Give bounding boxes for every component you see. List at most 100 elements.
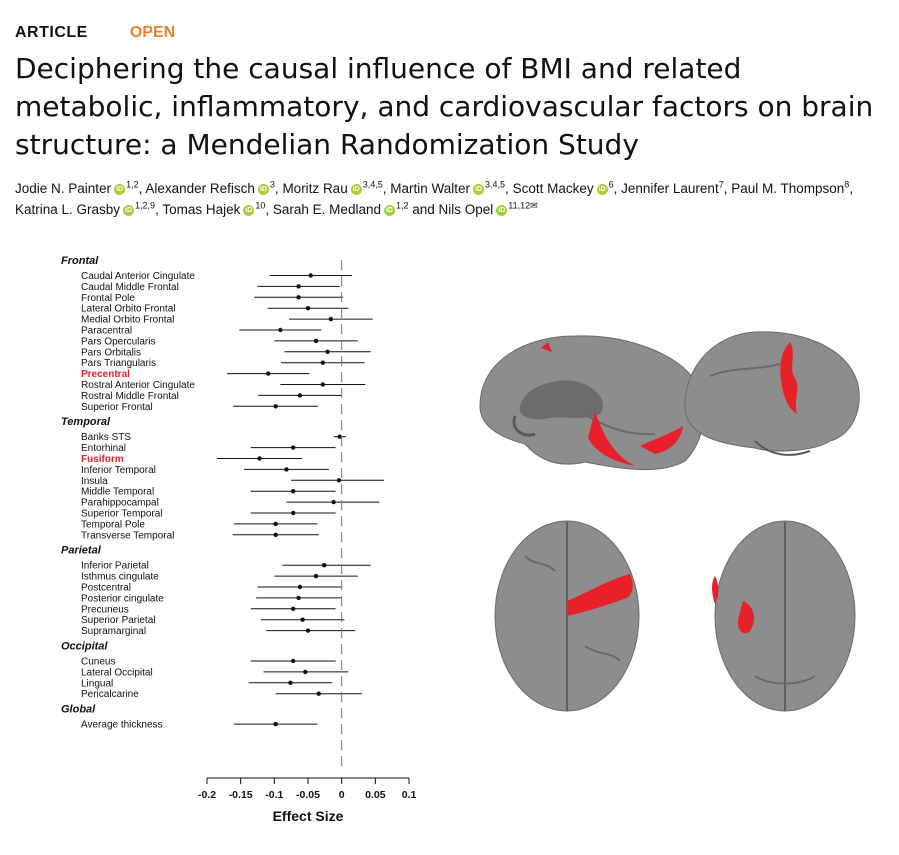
affiliation-marker[interactable]: 3,4,5: [362, 179, 383, 190]
article-header: ARTICLE OPEN Deciphering the causal influ…: [15, 22, 885, 220]
group-label: Global: [61, 704, 96, 716]
effect-point: [273, 404, 278, 409]
affiliation-marker[interactable]: 8: [844, 179, 850, 190]
x-tick-label: 0: [339, 789, 345, 801]
effect-point: [257, 456, 262, 461]
region-label: Superior Temporal: [81, 509, 163, 520]
effect-point: [296, 295, 301, 300]
x-tick-label: -0.2: [198, 789, 216, 801]
region-label: Posterior cingulate: [81, 593, 164, 604]
affiliation-marker[interactable]: 10: [255, 200, 266, 211]
region-label: Caudal Middle Frontal: [81, 282, 179, 293]
author-name-text: Paul M. Thompson: [731, 181, 845, 196]
region-label: Rostral Middle Frontal: [81, 391, 179, 402]
region-label: Frontal Pole: [81, 293, 135, 304]
effect-point: [290, 445, 296, 450]
author-name-text: Jennifer Laurent: [621, 181, 719, 196]
region-label: Cuneus: [81, 657, 115, 668]
region-label: Paracentral: [81, 326, 132, 337]
region-label: Postcentral: [81, 583, 131, 594]
region-label: Isthmus cingulate: [81, 572, 159, 583]
orcid-icon[interactable]: iD: [596, 183, 608, 195]
effect-point: [308, 273, 313, 278]
effect-point: [328, 316, 334, 322]
region-label: Temporal Pole: [81, 519, 145, 530]
region-label: Precentral: [81, 369, 130, 380]
open-access-badge[interactable]: OPEN: [129, 24, 176, 41]
author-name-text: Sarah E. Medland: [272, 202, 381, 217]
orcid-icon[interactable]: iD: [123, 204, 135, 216]
orcid-icon[interactable]: iD: [496, 204, 508, 216]
orcid-icon[interactable]: iD: [473, 183, 485, 195]
region-label: Precuneus: [81, 604, 129, 615]
x-tick-label: -0.15: [229, 789, 253, 801]
region-label: Banks STS: [81, 432, 131, 443]
orcid-icon[interactable]: iD: [257, 183, 269, 195]
author-name-text: Martin Walter: [390, 181, 471, 196]
region-label: Pericalcarine: [81, 689, 139, 700]
envelope-icon[interactable]: ✉: [530, 200, 538, 211]
effect-point: [288, 680, 293, 685]
effect-point: [290, 606, 296, 611]
author-name-text: Scott Mackey: [512, 181, 594, 196]
effect-point: [337, 434, 342, 439]
affiliation-marker[interactable]: 3: [269, 179, 275, 190]
region-label: Lingual: [81, 678, 113, 689]
effect-point: [297, 584, 303, 590]
affiliation-marker[interactable]: 7: [718, 179, 724, 190]
effect-point: [290, 510, 296, 516]
effect-point: [278, 327, 283, 333]
effect-point: [336, 478, 342, 483]
region-label: Superior Frontal: [81, 402, 153, 413]
effect-point: [273, 521, 278, 527]
effect-point: [290, 658, 296, 664]
orcid-icon[interactable]: iD: [350, 183, 362, 195]
region-label: Superior Parietal: [81, 615, 155, 626]
effect-point: [305, 306, 311, 311]
author-name-text: Tomas Hajek: [162, 202, 241, 217]
effect-point: [273, 721, 278, 727]
author-name[interactable]: Jennifer Laurent7: [621, 179, 724, 196]
article-title: Deciphering the causal influence of BMI …: [15, 52, 874, 161]
effect-point: [316, 691, 321, 696]
group-label: Parietal: [61, 545, 102, 557]
affiliation-marker[interactable]: 1,2,9: [135, 200, 156, 211]
effect-point: [284, 467, 289, 472]
author-name-text: Jodie N. Painter: [15, 181, 112, 196]
effect-point: [320, 382, 326, 387]
region-label: Inferior Parietal: [81, 561, 149, 572]
affiliation-marker[interactable]: 1,2: [395, 200, 409, 211]
effect-point: [297, 393, 303, 398]
article-type: ARTICLE: [15, 24, 88, 41]
region-label: Pars Orbitalis: [81, 347, 141, 358]
region-label: Pars Opercularis: [81, 336, 155, 347]
affiliation-marker[interactable]: 11,12: [508, 200, 531, 211]
author-name-text: Moritz Rau: [282, 181, 348, 196]
orcid-icon[interactable]: iD: [114, 183, 126, 195]
brain-medial-view: [479, 335, 705, 471]
brain-ventral-view: [712, 520, 856, 712]
group-label: Occipital: [61, 641, 108, 653]
author-name[interactable]: Paul M. Thompson8: [731, 179, 850, 196]
affiliation-marker[interactable]: 6: [608, 179, 614, 190]
affiliation-marker[interactable]: 3,4,5: [485, 179, 506, 190]
region-label: Lateral Orbito Frontal: [81, 304, 176, 315]
affiliation-marker[interactable]: 1,2: [126, 179, 139, 190]
region-label: Parahippocampal: [81, 498, 159, 509]
region-label: Fusiform: [81, 454, 124, 465]
region-label: Supramarginal: [81, 626, 146, 637]
region-label: Transverse Temporal: [81, 530, 174, 541]
orcid-icon[interactable]: iD: [243, 204, 255, 216]
orcid-icon[interactable]: iD: [383, 204, 395, 216]
